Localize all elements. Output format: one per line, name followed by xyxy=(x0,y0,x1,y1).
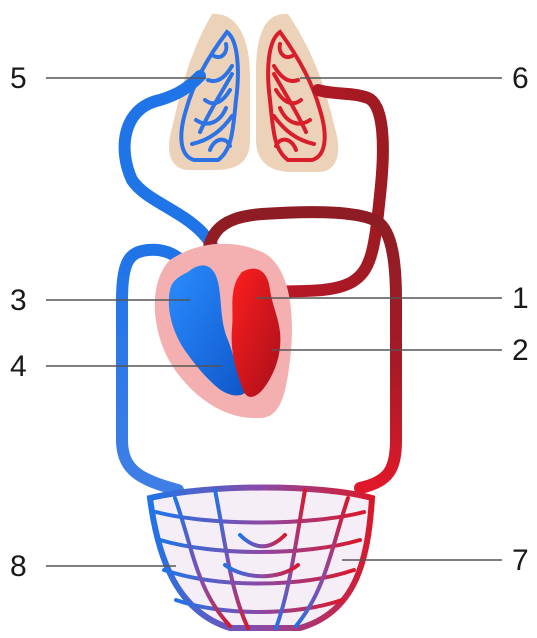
label-5: 5 xyxy=(10,62,27,95)
label-7: 7 xyxy=(512,544,529,577)
label-2: 2 xyxy=(512,334,529,367)
heart xyxy=(155,244,292,418)
label-1: 1 xyxy=(512,282,529,315)
label-3: 3 xyxy=(10,284,27,317)
label-6: 6 xyxy=(512,62,529,95)
label-4: 4 xyxy=(10,350,27,383)
label-8: 8 xyxy=(10,550,27,583)
body-capillaries xyxy=(150,488,372,629)
